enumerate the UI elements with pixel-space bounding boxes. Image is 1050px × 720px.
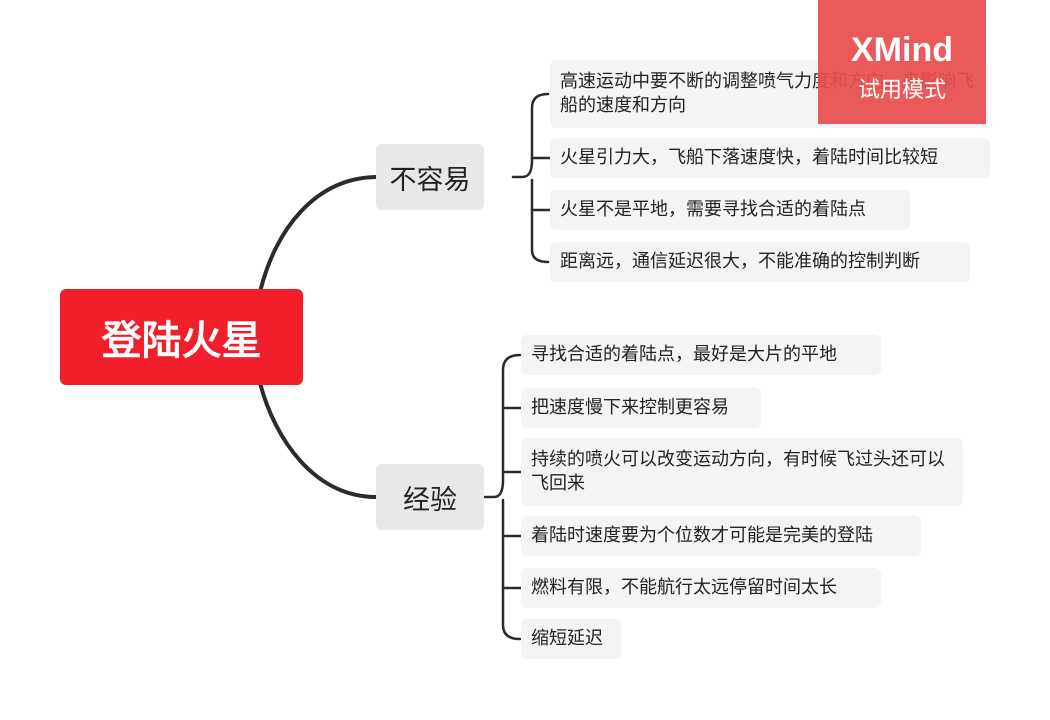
root-to-branch-bunrongyi	[258, 175, 378, 294]
subtopic-jingyan-6[interactable]: 缩短延迟	[521, 619, 621, 659]
watermark-brand: XMind	[851, 31, 953, 69]
subtopic-jingyan-2[interactable]: 把速度慢下来控制更容易	[521, 388, 761, 428]
subtopic-jingyan-1[interactable]: 寻找合适的着陆点，最好是大片的平地	[521, 335, 881, 375]
watermark-mode: 试用模式	[857, 77, 946, 102]
branch-topic-bunrongyi[interactable]: 不容易	[376, 144, 484, 210]
central-topic[interactable]: 登陆火星	[60, 289, 303, 385]
bracket-branch-jingyan	[482, 353, 522, 641]
subtopic-bunrongyi-4[interactable]: 距离远，通信延迟很大，不能准确的控制判断	[550, 242, 970, 282]
subtopic-bunrongyi-3[interactable]: 火星不是平地，需要寻找合适的着陆点	[550, 190, 910, 230]
subtopic-bunrongyi-2[interactable]: 火星引力大，飞船下落速度快，着陆时间比较短	[550, 138, 990, 178]
subtopic-jingyan-3[interactable]: 持续的喷火可以改变运动方向，有时候飞过头还可以飞回来	[521, 438, 963, 506]
branch-topic-jingyan[interactable]: 经验	[376, 464, 484, 530]
bracket-branch-bunrongyi	[511, 92, 550, 264]
subtopic-jingyan-4[interactable]: 着陆时速度要为个位数才可能是完美的登陆	[521, 516, 921, 556]
trial-watermark: XMind 试用模式	[818, 0, 986, 124]
subtopic-jingyan-5[interactable]: 燃料有限，不能航行太远停留时间太长	[521, 568, 881, 608]
root-to-branch-jingyan	[258, 381, 378, 499]
